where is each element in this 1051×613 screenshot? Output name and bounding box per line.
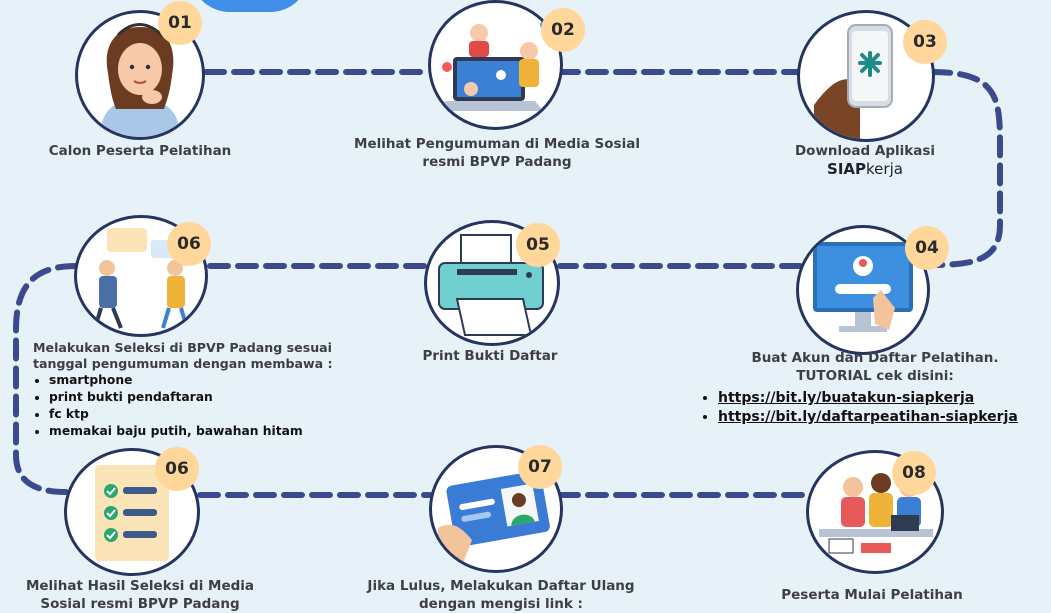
step-03-label: Download Aplikasi SIAPkerja [740, 142, 990, 178]
step-07-label-line1: Jika Lulus, Melakukan Daftar Ulang [367, 578, 635, 594]
id-card-icon [438, 470, 550, 566]
step-07-label: Jika Lulus, Melakukan Daftar Ulang denga… [340, 577, 662, 613]
step-03-badge: 03 [903, 20, 947, 64]
step-06-label-line1: Melakukan Seleksi di BPVP Padang sesuai [33, 340, 332, 355]
step-05-label: Print Bukti Daftar [422, 348, 558, 364]
step-06b-label-line2: Sosial resmi BPVP Padang [40, 596, 240, 612]
step-08-label: Peserta Mulai Pelatihan [781, 587, 963, 603]
link-daftarpelatihan[interactable]: https://bit.ly/daftarpeatihan-siapkerja [718, 408, 1018, 427]
step-02-circle [428, 0, 563, 130]
step-06b-label-line1: Melihat Hasil Seleksi di Media [25, 578, 255, 594]
item-fc-ktp: fc ktp [49, 406, 371, 423]
step-06-badge: 06 [167, 222, 211, 266]
step-07-badge: 07 [518, 445, 562, 489]
step-04-label-line1: Buat Akun dan Daftar Pelatihan. [751, 350, 999, 366]
item-baju: memakai baju putih, bawahan hitam [49, 423, 371, 440]
step-03-circle [797, 10, 935, 142]
step-03-label-line1: Download Aplikasi [794, 143, 936, 159]
step-02-label-line1: Melihat Pengumuman di Media Sosial [354, 136, 640, 152]
step-06b-circle [64, 448, 200, 576]
social-media-laptop-icon [439, 20, 550, 111]
step-06b-label: Melihat Hasil Seleksi di Media Sosial re… [10, 577, 270, 613]
step-01-label: Calon Peserta Pelatihan [48, 143, 232, 159]
step-06b-badge: 06 [155, 447, 199, 491]
step-06-circle [74, 215, 208, 337]
siap-brand-normal: kerja [866, 160, 903, 178]
step-02-label: Melihat Pengumuman di Media Sosial resmi… [330, 135, 664, 171]
step-08-badge: 08 [892, 451, 936, 495]
step-02-badge: 02 [541, 8, 585, 52]
smartphone-app-icon [814, 24, 893, 139]
step-04-label-line2: TUTORIAL cek disini: [796, 368, 954, 384]
woman-thinking-icon [100, 23, 180, 137]
step-06-label-line2: tanggal pengumuman dengan membawa : [33, 356, 333, 371]
step-04-label: Buat Akun dan Daftar Pelatihan. TUTORIAL… [700, 349, 1050, 385]
step-06-items: smartphone print bukti pendaftaran fc kt… [33, 372, 371, 440]
account-login-monitor-icon [813, 242, 913, 332]
item-print-bukti: print bukti pendaftaran [49, 389, 371, 406]
step-04-circle [796, 225, 930, 355]
step-06-description: Melakukan Seleksi di BPVP Padang sesuai … [33, 340, 371, 440]
step-01-badge: 01 [158, 1, 202, 45]
step-03-brand: SIAPkerja [740, 160, 990, 178]
item-smartphone: smartphone [49, 372, 371, 389]
tutorial-links: https://bit.ly/buatakun-siapkerja https:… [700, 389, 1018, 427]
step-02-label-line2: resmi BPVP Padang [422, 154, 572, 170]
siap-brand-bold: SIAP [827, 160, 867, 178]
link-buatakun[interactable]: https://bit.ly/buatakun-siapkerja [718, 389, 1018, 408]
checklist-icon [95, 465, 169, 561]
step-04-badge: 04 [905, 226, 949, 270]
printer-icon [438, 234, 544, 336]
header-decoration [190, 0, 310, 12]
step-07-label-line2: dengan mengisi link : [419, 596, 583, 612]
step-05-badge: 05 [516, 223, 560, 267]
